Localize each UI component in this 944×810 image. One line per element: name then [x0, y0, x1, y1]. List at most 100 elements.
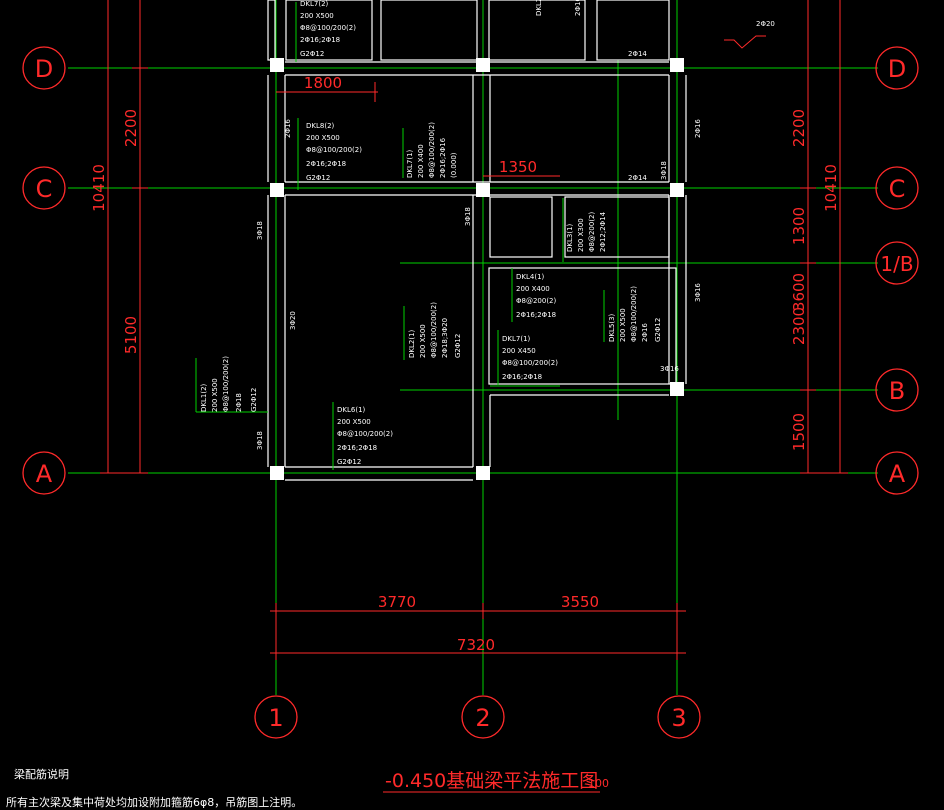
- dim-span-1350: 1350: [499, 158, 537, 176]
- axis-label-1b-right: 1/B: [880, 252, 913, 276]
- svg-text:DKL7(2): DKL7(2): [300, 0, 329, 8]
- axis-label-c-left: C: [36, 175, 53, 203]
- dim-right-d-c: 2200: [790, 109, 808, 147]
- axis-lines: [68, 0, 878, 695]
- svg-text:DKL8(2): DKL8(2): [306, 122, 335, 130]
- svg-text:2Φ16;2Φ18: 2Φ16;2Φ18: [300, 36, 340, 44]
- drawing-scale: 100: [588, 777, 609, 790]
- axis-label-3: 3: [671, 704, 686, 732]
- axis-label-d-right: D: [888, 55, 906, 83]
- svg-text:2Φ16;2Φ18: 2Φ16;2Φ18: [502, 373, 542, 381]
- svg-text:DKL7(1): DKL7(1): [502, 335, 531, 343]
- rebar-mark-2d16-a: 2Φ16: [284, 119, 292, 138]
- rebar-mark-2d20: 2Φ20: [756, 20, 775, 28]
- svg-text:2Φ18;3Φ20: 2Φ18;3Φ20: [441, 318, 449, 358]
- axis-label-a-left: A: [36, 460, 53, 488]
- svg-text:Φ8@100/200(2): Φ8@100/200(2): [222, 356, 230, 412]
- svg-text:200 X500: 200 X500: [419, 324, 427, 358]
- dim-left-total: 10410: [90, 164, 108, 212]
- beam-leaders: [195, 2, 605, 470]
- rebar-mark-3d16-a: 3Φ16: [694, 283, 702, 302]
- svg-text:2Φ16: 2Φ16: [641, 323, 649, 342]
- svg-text:Φ8@200(2): Φ8@200(2): [516, 297, 557, 305]
- svg-text:200 X300: 200 X300: [577, 218, 585, 252]
- beam-label-dkl4-1: DKL4(1) 200 X400 Φ8@200(2) 2Φ16;2Φ18: [516, 273, 557, 319]
- svg-text:G2Φ12: G2Φ12: [337, 458, 361, 466]
- svg-text:DKL2(1): DKL2(1): [408, 329, 416, 358]
- svg-text:2Φ18: 2Φ18: [235, 393, 243, 412]
- axis-label-2: 2: [475, 704, 490, 732]
- rebar-mark-3d18-c: 3Φ18: [464, 207, 472, 226]
- beam-label-dkl3-1: DKL3(1) 200 X300 Φ8@200(2) 2Φ12;2Φ14: [566, 211, 607, 252]
- rebar-mark-2d16-b: 2Φ16: [694, 119, 702, 138]
- rebar-mark-3d18-d: 3Φ18: [256, 431, 264, 450]
- beam-outlines: [267, 0, 687, 481]
- svg-text:Φ8@100/200(2): Φ8@100/200(2): [337, 430, 393, 438]
- svg-text:200 X500: 200 X500: [300, 12, 334, 20]
- svg-text:200 X450: 200 X450: [502, 347, 536, 355]
- beam-label-dkl7-1b: DKL7(1) 200 X450 Φ8@100/200(2) 2Φ16;2Φ18: [502, 335, 558, 381]
- beam-label-dkl2: DKL2: [535, 0, 543, 16]
- beam-label-dkl7-1: DKL7(1) 200 X400 Φ8@100/200(2) 2Φ16;2Φ16…: [406, 122, 458, 178]
- dim-right-c-1b: 1300: [790, 207, 808, 245]
- svg-text:DKL1(2): DKL1(2): [200, 383, 208, 412]
- notes-heading: 梁配筋说明: [14, 767, 69, 781]
- beam-label-dkl8-2: DKL8(2) 200 X500 Φ8@100/200(2) 2Φ16;2Φ18…: [306, 122, 362, 182]
- svg-text:200 X500: 200 X500: [306, 134, 340, 142]
- beam-label-dkl6-1: DKL6(1) 200 X500 Φ8@100/200(2) 2Φ16;2Φ18…: [337, 406, 393, 466]
- svg-text:G2Φ12: G2Φ12: [306, 174, 330, 182]
- svg-text:2Φ12;2Φ14: 2Φ12;2Φ14: [599, 211, 607, 252]
- axis-label-d-left: D: [35, 55, 53, 83]
- beam-label-dkl7-2: DKL7(2) 200 X500 Φ8@100/200(2) 2Φ16;2Φ18…: [300, 0, 356, 58]
- rebar-mark-2d14-a: 2Φ14: [628, 50, 647, 58]
- dimension-lines: [100, 0, 848, 793]
- svg-text:DKL4(1): DKL4(1): [516, 273, 545, 281]
- svg-text:2Φ16;2Φ18: 2Φ16;2Φ18: [516, 311, 556, 319]
- beam-label-dkl1-2: DKL1(2) 200 X500 Φ8@100/200(2) 2Φ18 G2Φ1…: [200, 356, 258, 412]
- svg-text:Φ8@100/200(2): Φ8@100/200(2): [502, 359, 558, 367]
- svg-text:DKL6(1): DKL6(1): [337, 406, 366, 414]
- rebar-marks: 2Φ20 2Φ14 2Φ14 2Φ16 2Φ16 3Φ18 3Φ18 3Φ18 …: [256, 20, 775, 450]
- dim-bottom-3770: 3770: [378, 593, 416, 611]
- dim-right-1b-b-alt: 3600: [790, 273, 808, 311]
- beam-label-dkl2-1: DKL2(1) 200 X500 Φ8@100/200(2) 2Φ18;3Φ20…: [408, 302, 462, 358]
- axis-label-b-right: B: [889, 377, 905, 405]
- rebar-mark-3d16-b: 3Φ16: [660, 365, 679, 373]
- axis-label-a-right: A: [889, 460, 906, 488]
- svg-text:Φ8@200(2): Φ8@200(2): [588, 211, 596, 252]
- rebar-mark-3d20: 3Φ20: [289, 311, 297, 330]
- svg-text:Φ8@100/200(2): Φ8@100/200(2): [300, 24, 356, 32]
- dim-bottom-3550: 3550: [561, 593, 599, 611]
- svg-text:G2Φ12: G2Φ12: [250, 388, 258, 412]
- svg-text:200 X500: 200 X500: [337, 418, 371, 426]
- notes-line: 所有主次梁及集中荷处均加设附加箍筋6φ8，吊筋图上注明。: [6, 795, 302, 809]
- dim-bottom-7320: 7320: [457, 636, 495, 654]
- svg-text:2Φ16;2Φ16: 2Φ16;2Φ16: [439, 137, 447, 178]
- svg-text:Φ8@100/200(2): Φ8@100/200(2): [630, 286, 638, 342]
- rebar-mark-3d18-a: 3Φ18: [660, 161, 668, 180]
- rebar-mark-2d14-b: 2Φ14: [628, 174, 647, 182]
- beam-labels: DKL7(2) 200 X500 Φ8@100/200(2) 2Φ16;2Φ18…: [200, 0, 662, 466]
- beam-label-dkl2-rebar: 2Φ16: [574, 0, 582, 16]
- svg-text:G2Φ12: G2Φ12: [454, 334, 462, 358]
- svg-text:DKL5(3): DKL5(3): [608, 313, 616, 342]
- column-blocks: [270, 58, 684, 480]
- dim-right-b-a: 1500: [790, 413, 808, 451]
- svg-text:G2Φ12: G2Φ12: [300, 50, 324, 58]
- svg-text:(0.000): (0.000): [450, 152, 458, 178]
- svg-text:Φ8@100/200(2): Φ8@100/200(2): [306, 146, 362, 154]
- beam-label-dkl5-3: DKL5(3) 200 X500 Φ8@100/200(2) 2Φ16 G2Φ1…: [608, 286, 662, 342]
- dim-right-total: 10410: [822, 164, 840, 212]
- svg-text:Φ8@100/200(2): Φ8@100/200(2): [428, 122, 436, 178]
- svg-text:200 X400: 200 X400: [417, 144, 425, 178]
- svg-text:DKL3(1): DKL3(1): [566, 223, 574, 252]
- rebar-mark-3d18-b: 3Φ18: [256, 221, 264, 240]
- svg-text:DKL7(1): DKL7(1): [406, 149, 414, 178]
- dim-left-upper: 2200: [122, 109, 140, 147]
- svg-text:200 X500: 200 X500: [211, 378, 219, 412]
- dim-right-1b-b: 2300: [790, 307, 808, 345]
- axis-bubbles: [22, 46, 919, 739]
- drawing-title: -0.450基础梁平法施工图: [385, 770, 598, 792]
- svg-text:200 X500: 200 X500: [619, 308, 627, 342]
